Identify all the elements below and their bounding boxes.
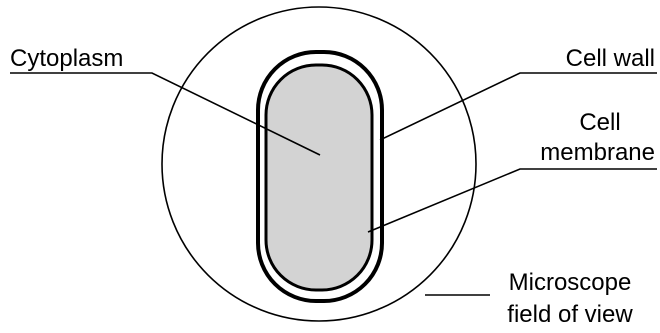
- cytoplasm-label: Cytoplasm: [10, 45, 123, 72]
- cell-membrane-leader-line: [367, 168, 657, 233]
- field-of-view-label-line1: Microscope: [509, 269, 632, 296]
- cell-wall-leader-line: [379, 72, 657, 141]
- cell-wall-label: Cell wall: [566, 45, 655, 72]
- cell-membrane-label-line1: Cell: [579, 109, 620, 136]
- cell-membrane-label-line2: membrane: [540, 139, 655, 166]
- field-of-view-label-line2: field of view: [507, 301, 633, 328]
- microscope-field-circle: [161, 6, 477, 322]
- cytoplasm-leader-line: [10, 72, 321, 156]
- cell-membrane-shape: [264, 63, 374, 292]
